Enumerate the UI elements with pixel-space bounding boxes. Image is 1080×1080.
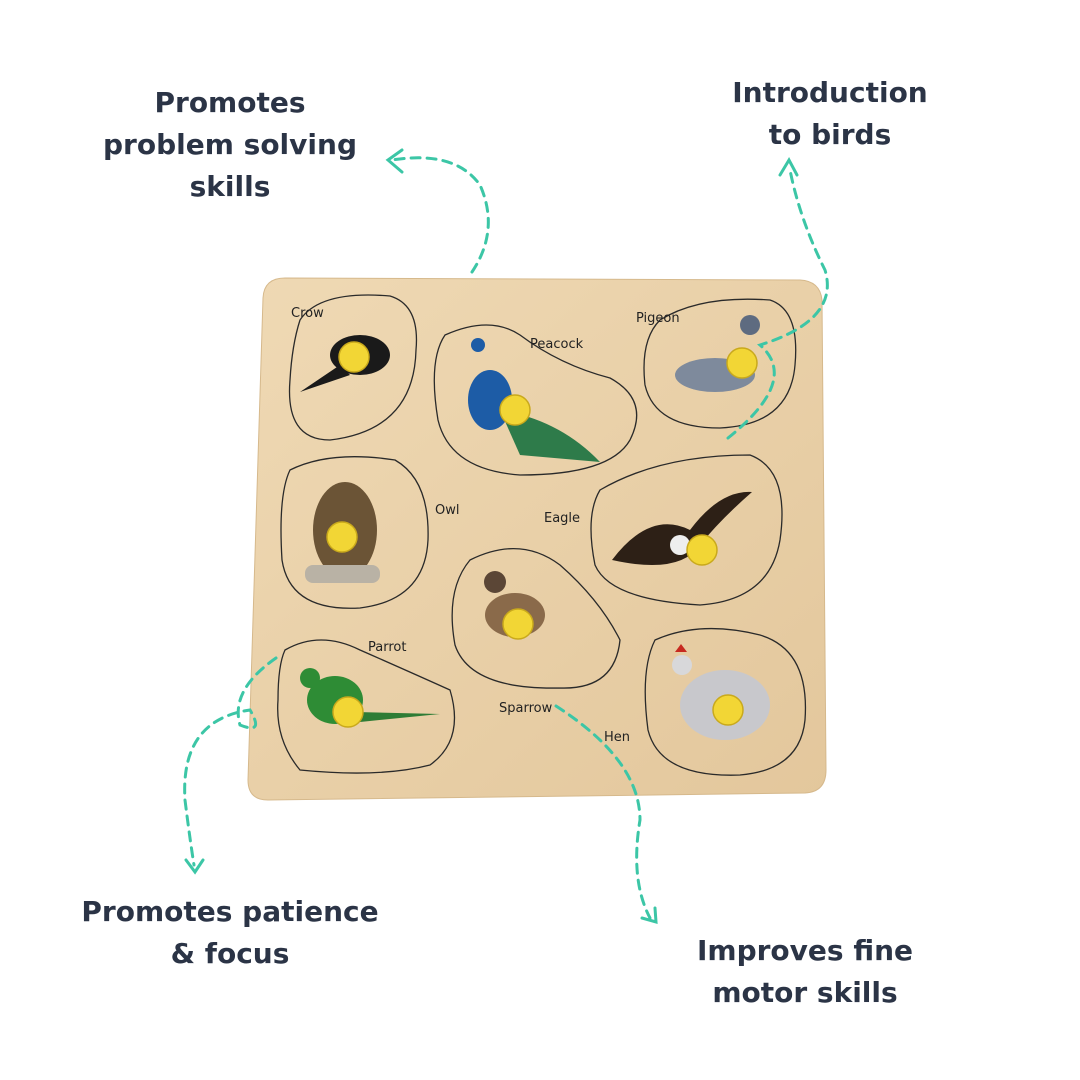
arrow-patience <box>183 656 278 867</box>
arrowhead-patience-icon <box>184 858 205 875</box>
piece-parrot-outline <box>277 639 456 774</box>
label-sparrow: Sparrow <box>499 701 553 716</box>
piece-eagle-outline <box>590 454 783 606</box>
knob-crow[interactable] <box>338 341 370 373</box>
bird-eagle-image <box>612 491 752 565</box>
arrowhead-motor-icon <box>640 906 658 925</box>
knob-sparrow[interactable] <box>502 608 534 640</box>
label-peacock: Peacock <box>530 337 584 352</box>
label-hen: Hen <box>604 730 630 745</box>
label-parrot: Parrot <box>368 640 406 655</box>
piece-peacock-outline <box>433 324 638 476</box>
callout-introduction-to-birds: Introduction to birds <box>732 76 928 151</box>
label-pigeon: Pigeon <box>636 311 680 326</box>
label-owl: Owl <box>435 503 459 518</box>
knob-hen[interactable] <box>712 694 744 726</box>
knob-peacock[interactable] <box>499 394 531 426</box>
knob-pigeon[interactable] <box>726 347 758 379</box>
callout-fine-motor-skills: Improves fine motor skills <box>696 934 913 1009</box>
arrow-problem-solving <box>390 156 490 274</box>
arrow-birds <box>726 168 829 440</box>
label-eagle: Eagle <box>544 511 580 526</box>
knob-eagle[interactable] <box>686 534 718 566</box>
piece-sparrow-outline <box>451 547 621 689</box>
callout-patience-focus: Promotes patience & focus <box>81 895 379 970</box>
arrowhead-problem-solving-icon <box>385 148 404 174</box>
piece-hen-outline <box>644 627 807 776</box>
knob-parrot[interactable] <box>332 696 364 728</box>
callout-problem-solving: Promotes problem solving skills <box>103 86 357 203</box>
piece-owl-outline <box>280 456 429 609</box>
arrowhead-birds-icon <box>778 156 799 177</box>
piece-pigeon-outline <box>643 298 797 429</box>
piece-crow-outline <box>288 294 418 441</box>
arrow-motor <box>554 704 652 920</box>
knob-owl[interactable] <box>326 521 358 553</box>
label-crow: Crow <box>291 306 324 321</box>
